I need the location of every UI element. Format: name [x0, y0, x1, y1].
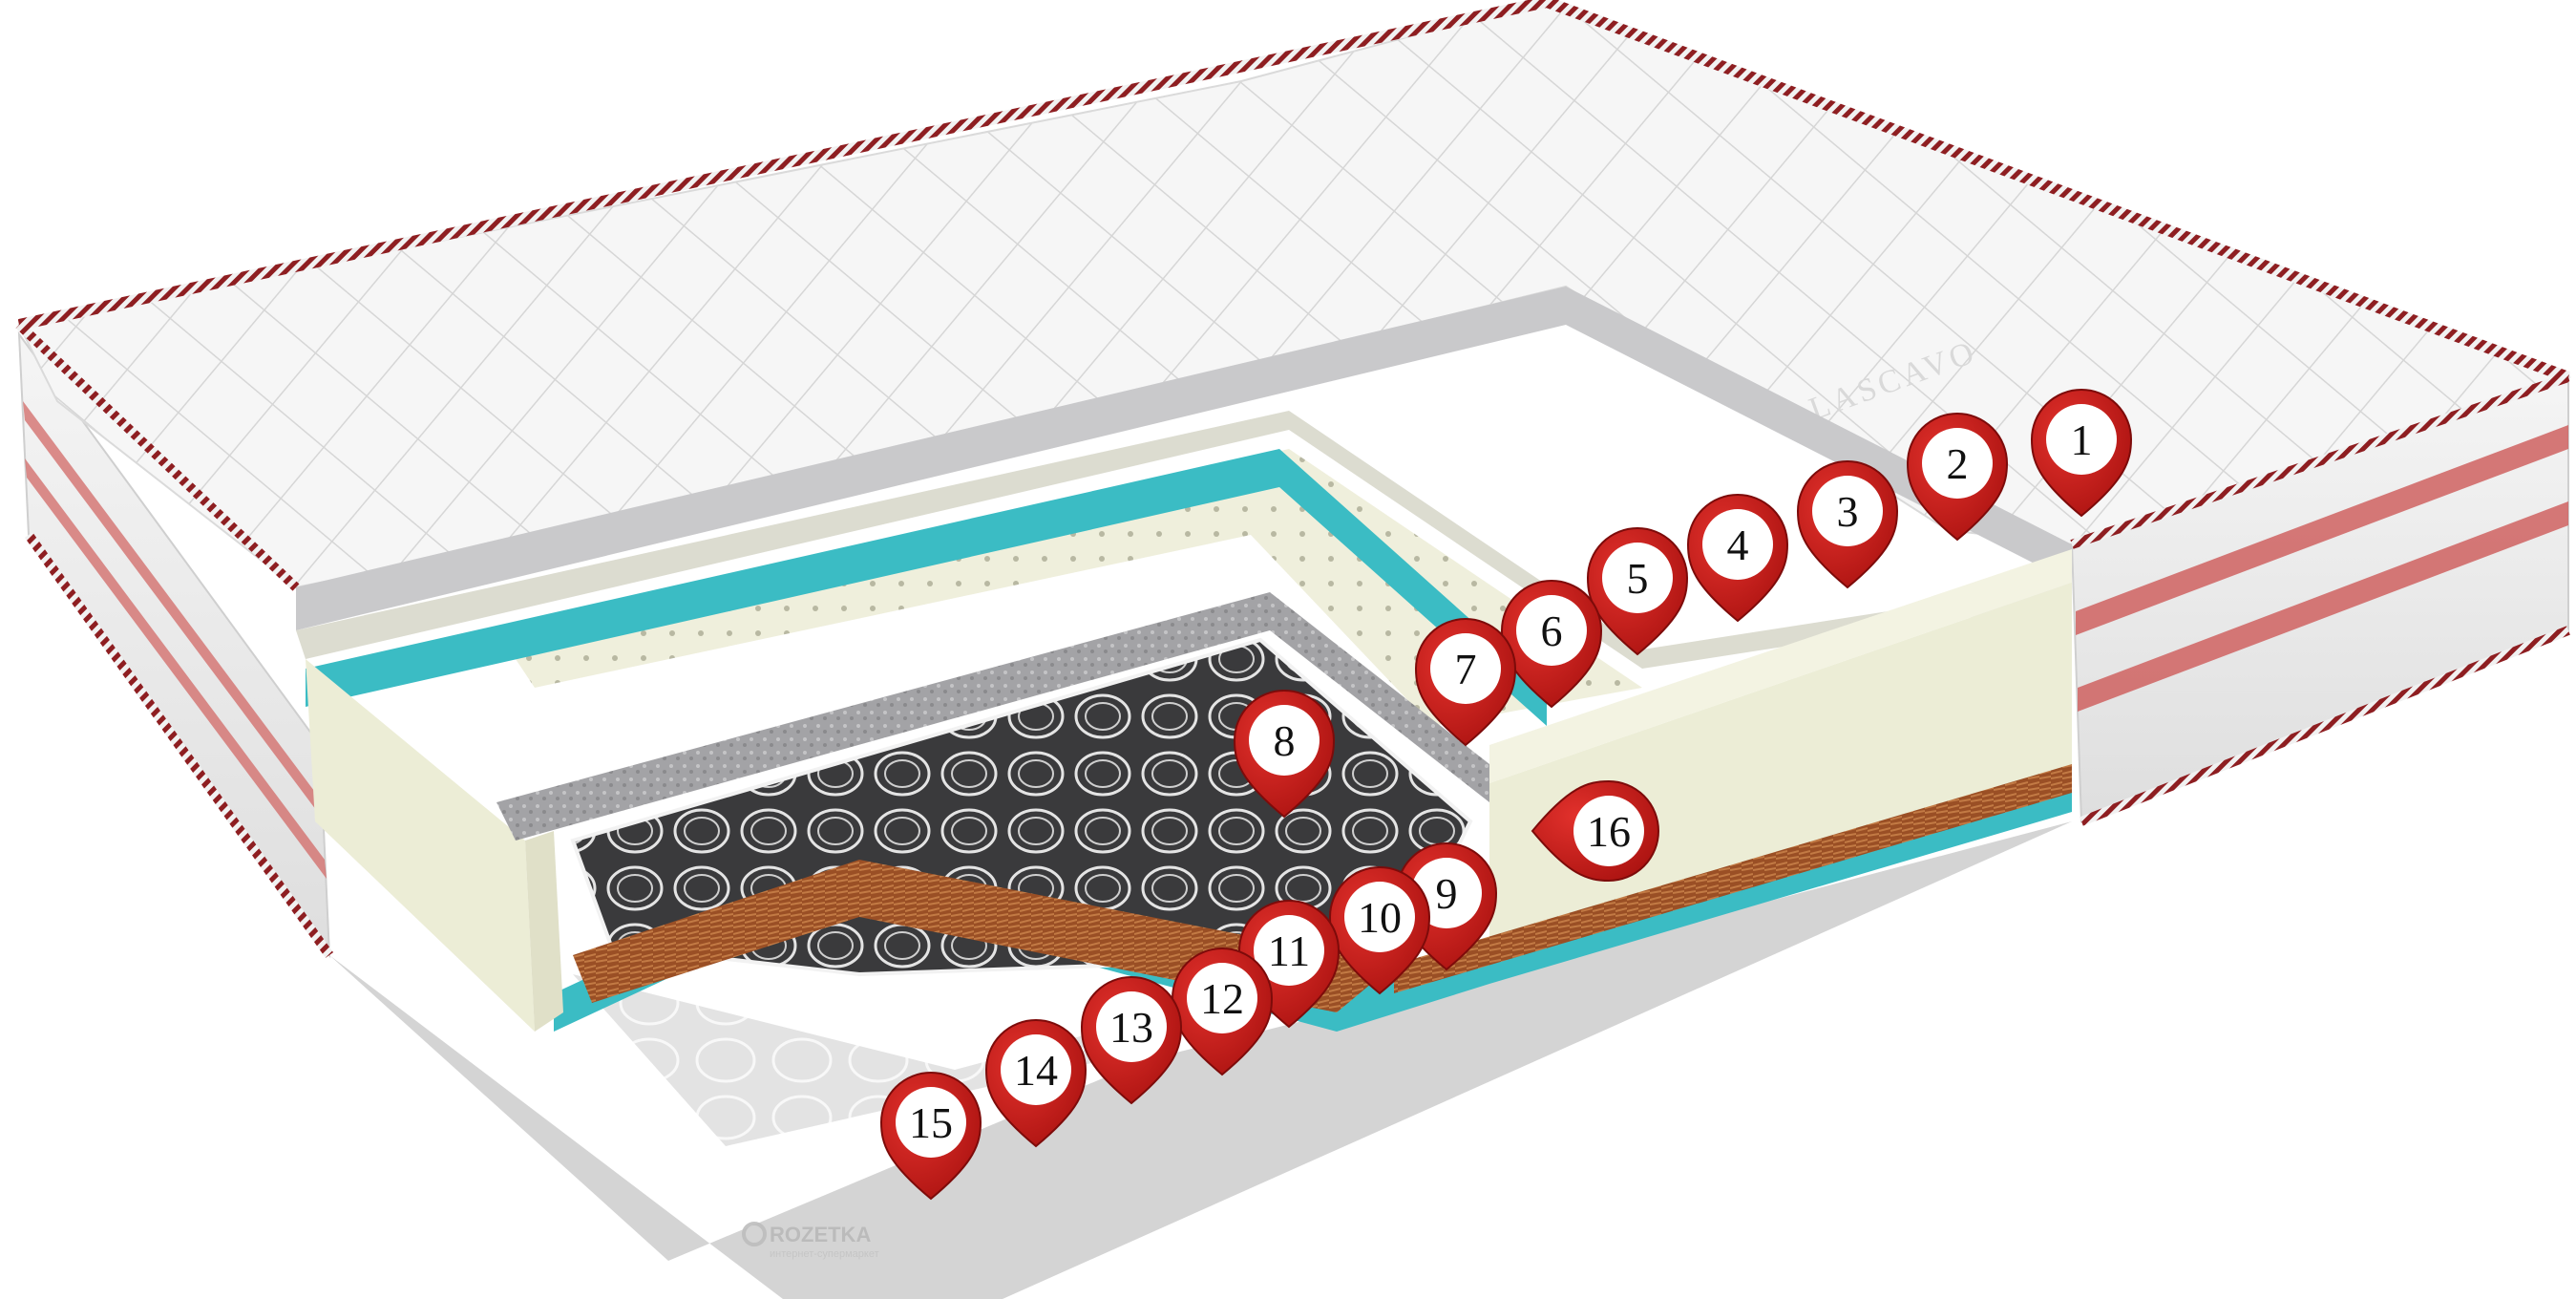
marker-15: 15 — [880, 1072, 982, 1200]
svg-text:3: 3 — [1837, 487, 1859, 536]
svg-text:2: 2 — [1947, 439, 1969, 488]
svg-text:7: 7 — [1455, 645, 1477, 693]
svg-text:13: 13 — [1109, 1003, 1153, 1052]
layer-felt — [496, 592, 1489, 841]
left-bottom-piping — [24, 532, 334, 958]
markers: 1 2 3 4 5 6 7 8 9 10 11 12 13 14 15 — [880, 389, 2132, 1200]
left-piping — [15, 321, 300, 591]
marker-7: 7 — [1415, 618, 1516, 746]
rozetka-logo-icon — [742, 1222, 767, 1246]
svg-text:14: 14 — [1014, 1046, 1058, 1095]
marker-8: 8 — [1234, 690, 1335, 818]
svg-text:11: 11 — [1268, 926, 1310, 975]
marker-10: 10 — [1329, 866, 1430, 994]
svg-text:15: 15 — [909, 1098, 953, 1147]
rozetka-watermark: ROZETKA интернет-супермаркет — [742, 1222, 879, 1260]
svg-text:5: 5 — [1627, 554, 1649, 603]
marker-14: 14 — [985, 1019, 1087, 1147]
svg-text:9: 9 — [1436, 869, 1458, 918]
marker-5: 5 — [1587, 527, 1688, 655]
marker-1: 1 — [2031, 389, 2132, 517]
marker-12: 12 — [1172, 948, 1273, 1075]
marker-4: 4 — [1687, 494, 1788, 622]
marker-3: 3 — [1797, 460, 1898, 588]
marker-9: 9 — [1396, 842, 1497, 970]
svg-text:16: 16 — [1587, 807, 1631, 856]
right-side-stripes — [2076, 425, 2568, 712]
svg-text:1: 1 — [2071, 415, 2093, 464]
marker-13: 13 — [1081, 976, 1182, 1104]
svg-text:4: 4 — [1727, 521, 1749, 569]
svg-text:12: 12 — [1200, 974, 1244, 1023]
marker-6: 6 — [1501, 580, 1602, 708]
marker-11: 11 — [1238, 900, 1340, 1028]
right-piping — [2070, 373, 2570, 549]
cross-section — [296, 287, 2072, 1299]
marker-16: 16 — [1531, 779, 1659, 883]
svg-text:интернет-супермаркет: интернет-супермаркет — [770, 1248, 879, 1260]
bottom-fabric — [329, 821, 2072, 1299]
layer-memory-foam-left — [306, 659, 535, 1032]
top-piping — [17, 0, 2571, 383]
svg-text:ROZETKA: ROZETKA — [770, 1223, 871, 1246]
svg-text:8: 8 — [1274, 716, 1296, 765]
marker-2: 2 — [1907, 413, 2008, 541]
svg-text:10: 10 — [1358, 893, 1402, 942]
left-side-stripes — [23, 401, 327, 879]
right-bottom-piping — [2080, 626, 2570, 826]
svg-text:6: 6 — [1541, 607, 1563, 655]
